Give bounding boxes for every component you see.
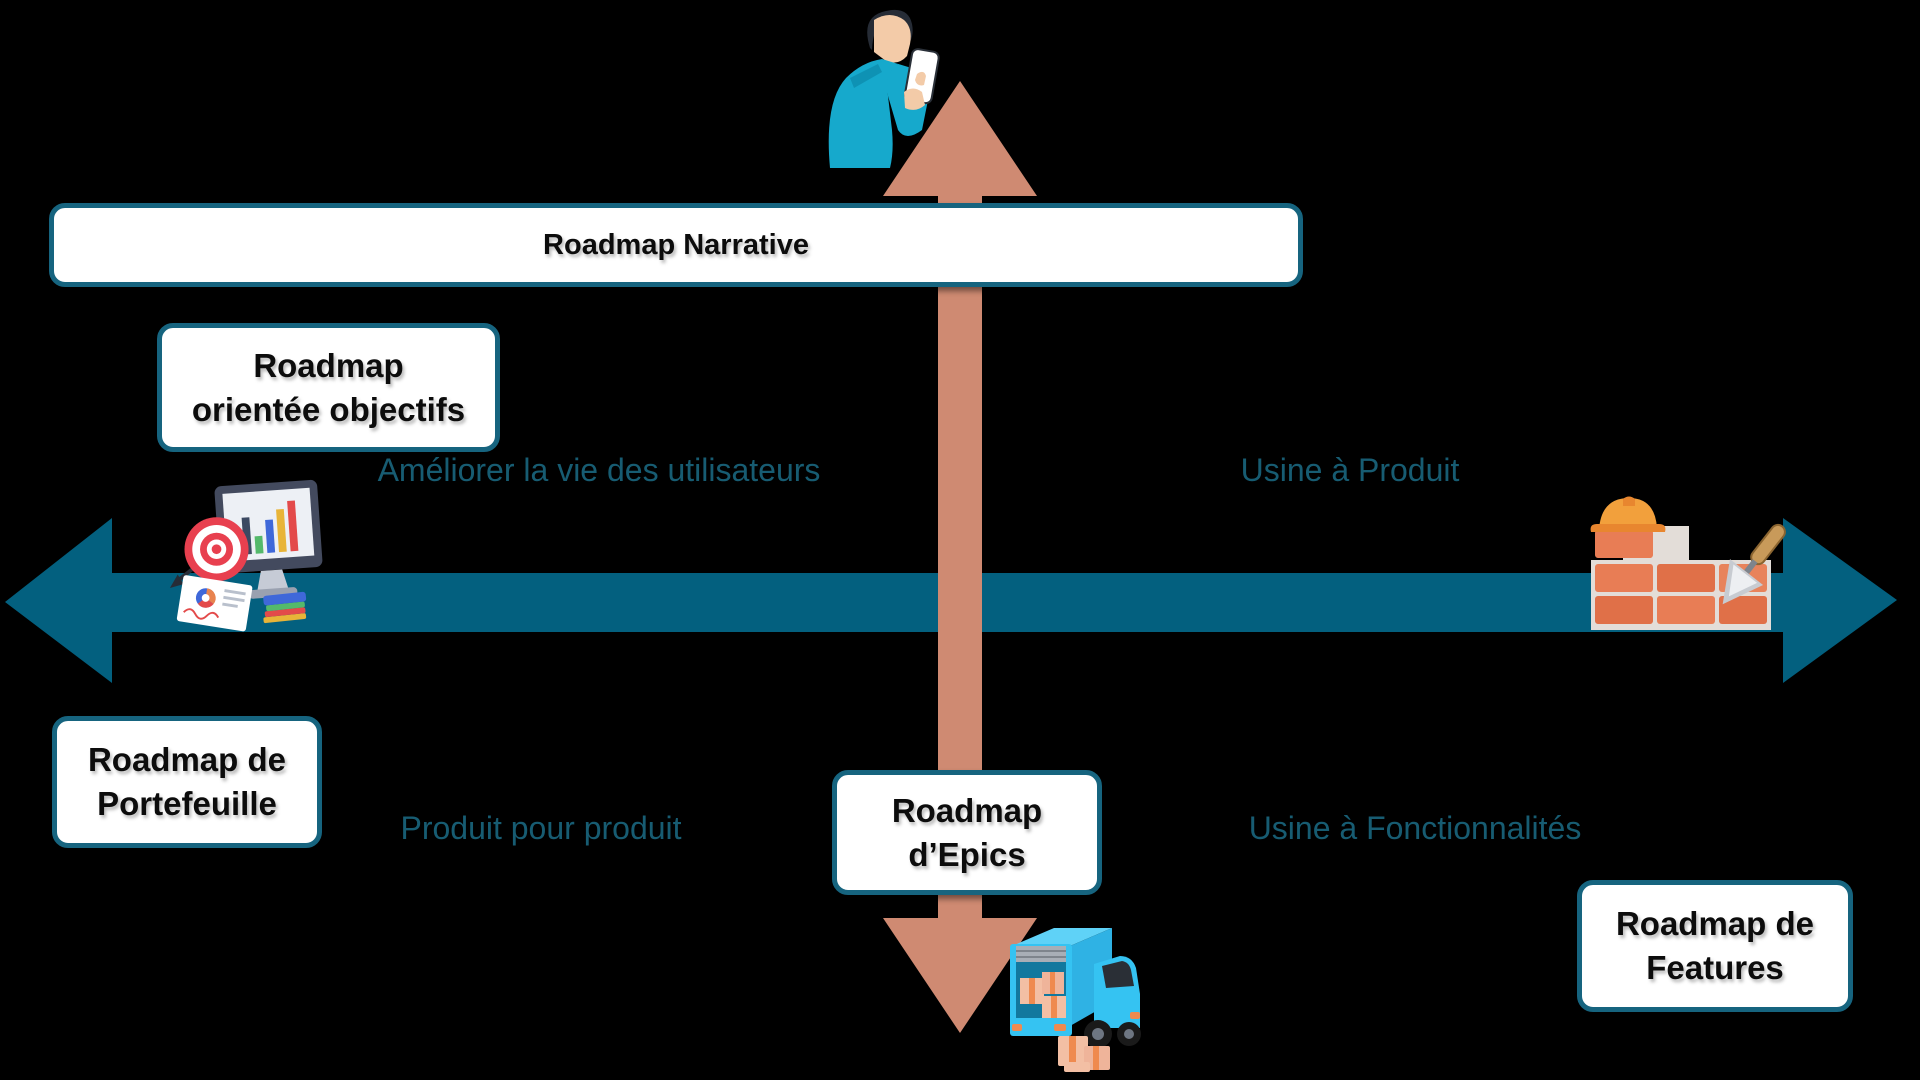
- quadrant-label-bottom-right: Usine à Fonctionnalités: [1248, 810, 1582, 846]
- roadmap-portfolio-line1: Roadmap de: [87, 741, 287, 778]
- roadmap-objectives-line1: Roadmap: [253, 346, 404, 384]
- roadmap-narrative-box: Roadmap Narrative: [49, 203, 1303, 287]
- quadrant-label-bottom-left: Produit pour produit: [400, 810, 682, 846]
- roadmap-epics-line1: Roadmap: [891, 791, 1043, 829]
- vertical-axis-arrow: [883, 81, 1037, 1033]
- roadmap-features-line1: Roadmap de: [1615, 905, 1815, 942]
- roadmap-epics-line2: d’Epics: [908, 835, 1026, 873]
- roadmap-narrative-label: Roadmap Narrative: [543, 229, 809, 261]
- monitor-target-analytics-illustration: [169, 479, 323, 632]
- roadmap-epics-box: Roadmap d’Epics: [832, 770, 1102, 895]
- quadrant-label-top-left: Améliorer la vie des utilisateurs: [377, 452, 821, 488]
- roadmap-features-box: Roadmap de Features: [1577, 880, 1853, 1012]
- roadmap-portfolio-box: Roadmap de Portefeuille: [52, 716, 322, 848]
- roadmap-objectives-line2: orientée objectifs: [191, 390, 466, 428]
- roadmap-objectives-box: Roadmap orientée objectifs: [157, 323, 500, 452]
- roadmap-portfolio-line2: Portefeuille: [97, 785, 277, 822]
- brick-wall-trowel-illustration: [1590, 496, 1786, 630]
- roadmap-features-line2: Features: [1646, 949, 1784, 986]
- delivery-truck-illustration: [1010, 928, 1141, 1072]
- person-using-phone-illustration: [828, 9, 940, 168]
- quadrant-label-top-right: Usine à Produit: [1240, 452, 1460, 488]
